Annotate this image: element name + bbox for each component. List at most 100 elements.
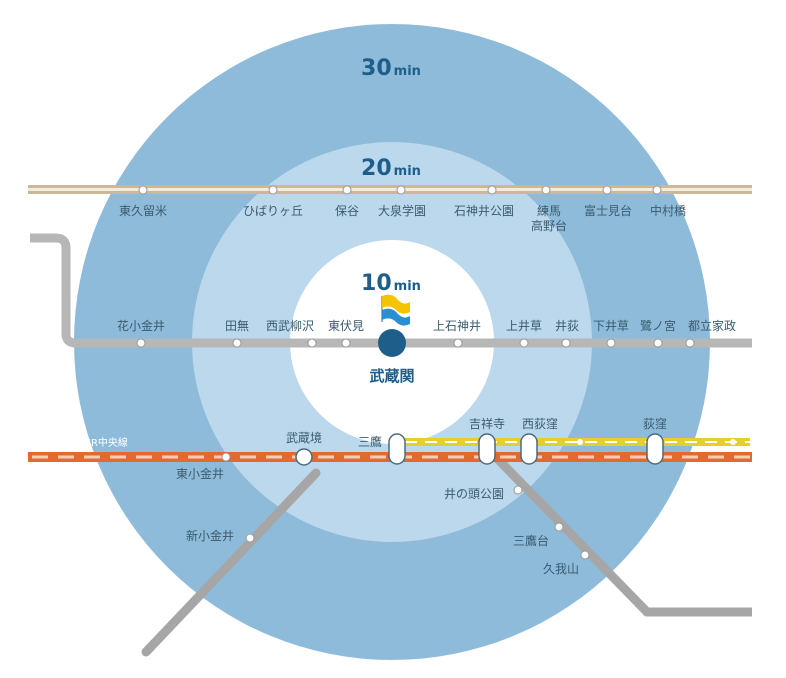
station-label: ひばりヶ丘 [243,204,303,218]
station-inokashirakoen[interactable]: 井の頭公園 [444,485,523,501]
ring-30-unit: min [394,64,421,79]
station-dot [342,185,352,195]
station-label: 下井草 [593,319,629,333]
station-label: 鷺ノ宮 [640,318,676,333]
station-tanashi[interactable]: 田無 [225,318,249,348]
station-label: 吉祥寺 [469,417,505,431]
station-marker [520,433,538,465]
station-label: 西武柳沢 [266,319,314,333]
ring-10-value: 10 [361,271,392,296]
station-marker [295,448,313,466]
flag-icon [381,294,410,326]
station-label: 中村橋 [650,203,686,218]
station-ogikubo[interactable]: 荻窪 [643,416,667,465]
inokashira-stations: 井の頭公園 三鷹台 久我山 [444,485,590,576]
station-fujimidai[interactable]: 富士見台 [584,185,632,218]
station-iogi[interactable]: 井荻 [555,319,579,348]
station-mitaka[interactable]: 三鷹 [358,433,406,465]
station-saginomiya[interactable]: 鷺ノ宮 [640,318,676,348]
station-label: 井荻 [555,319,579,333]
station-label: 石神井公園 [454,204,514,218]
station-label: 武蔵境 [286,430,322,445]
station-shakujiikoen[interactable]: 石神井公園 [454,185,514,218]
station-marker [478,433,496,465]
shinjuku-stations: 花小金井 田無 西武柳沢 東伏見 上石神井 上井草 井荻 下井草 [117,318,736,348]
station-nishiogikubo[interactable]: 西荻窪 [520,416,558,465]
inokashira-stop-dot [577,439,583,445]
station-dot [245,533,255,543]
station-dot [602,185,612,195]
station-toritsukasei[interactable]: 都立家政 [685,318,736,348]
station-dot [136,338,146,348]
station-dot [652,185,662,195]
station-musashisakai[interactable]: 武蔵境 [286,430,322,466]
station-dot [221,452,231,462]
station-dot [232,338,242,348]
station-nakamurabashi[interactable]: 中村橋 [650,185,686,218]
tamagawa-stations: 新小金井 [186,528,255,543]
station-label: 保谷 [335,204,359,218]
station-dot [268,185,278,195]
station-shinkoganei[interactable]: 新小金井 [186,528,255,543]
station-nerima[interactable]: 練馬 高野台 [531,185,567,233]
station-kamiigusa[interactable]: 上井草 [506,319,542,348]
station-dot [453,338,463,348]
station-mitakadai[interactable]: 三鷹台 [513,522,564,548]
ring-10-unit: min [394,279,421,294]
ikebukuro-stations: 東久留米 ひばりヶ丘 保谷 大泉学園 石神井公園 練馬 高野台 富士見台 [119,185,686,233]
station-marker [646,433,664,465]
station-shimoigusa[interactable]: 下井草 [593,319,629,348]
station-dot [606,338,616,348]
station-label: 荻窪 [643,416,667,431]
chuo-stations: 東小金井 武蔵境 三鷹 吉祥寺 西荻窪 荻窪 [176,416,736,481]
station-higashikoganei[interactable]: 東小金井 [176,452,231,481]
station-label: 三鷹台 [513,533,549,548]
station-hibarigaoka[interactable]: ひばりヶ丘 [243,185,303,218]
station-label: 都立家政 [688,318,736,333]
station-kichijoji[interactable]: 吉祥寺 [469,417,505,465]
station-dot [341,338,351,348]
station-label: 大泉学園 [378,203,426,218]
station-oizumigakuen[interactable]: 大泉学園 [378,185,426,218]
station-dot [685,338,695,348]
station-label: 高野台 [531,218,567,233]
station-label: 富士見台 [584,203,632,218]
station-label: 田無 [225,318,249,333]
station-kamishakujii[interactable]: 上石神井 [433,319,481,348]
station-higashifushimi[interactable]: 東伏見 [328,319,364,348]
inokashira-stop-dot [730,439,736,445]
station-dot [561,338,571,348]
station-dot [541,185,551,195]
station-hanakoganei[interactable]: 花小金井 [117,318,165,348]
station-kugayama[interactable]: 久我山 [543,550,590,576]
chuo-line-label: JR中央線 [87,436,128,449]
center-station-dot [378,329,406,357]
station-marker [388,433,406,465]
station-label: 東久留米 [119,204,167,218]
station-seibuyagisawa[interactable]: 西武柳沢 [266,319,317,348]
ring-20-value: 20 [361,156,392,181]
station-label: 西荻窪 [522,416,558,431]
station-dot [138,185,148,195]
station-dot [554,522,564,532]
station-dot [513,485,523,495]
station-dot [580,550,590,560]
tamagawa-line [141,468,321,657]
station-label: 上井草 [506,319,542,333]
station-dot [519,338,529,348]
station-label: 上石神井 [433,319,481,333]
station-higashikurume[interactable]: 東久留米 [119,185,167,218]
inokashira-line [483,444,752,617]
center-station-name: 武蔵関 [369,367,414,385]
station-dot [487,185,497,195]
station-label: 東伏見 [328,319,364,333]
station-dot [653,338,663,348]
ring-30-value: 30 [361,56,392,81]
station-label: 三鷹 [358,434,382,449]
station-dot [396,185,406,195]
station-label: 久我山 [543,562,579,576]
station-hoya[interactable]: 保谷 [335,185,359,218]
